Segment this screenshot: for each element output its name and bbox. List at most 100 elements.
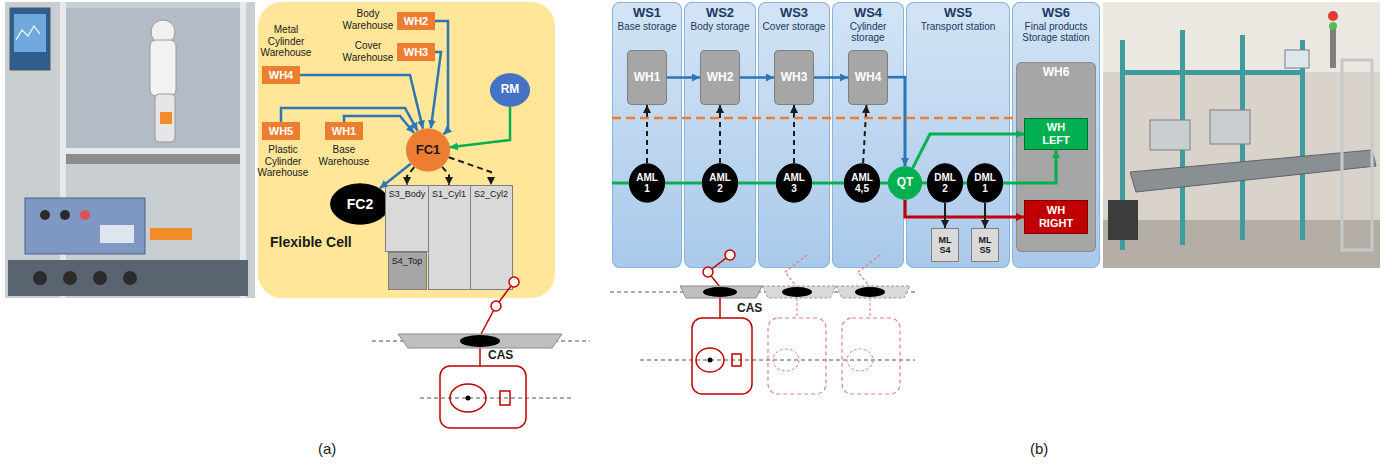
warehouse-label: Base Warehouse <box>317 144 371 167</box>
photo-conveyor <box>150 228 192 240</box>
robot-link <box>719 298 721 318</box>
robot-link-ghost <box>870 298 871 318</box>
flow-connector <box>944 203 946 228</box>
node-label: FC1 <box>416 143 441 158</box>
flow-connector <box>442 167 449 185</box>
node-label: S1_Cyl1 <box>432 189 466 199</box>
orange-dashed-line <box>612 117 1016 120</box>
flow-connector <box>812 182 844 185</box>
robot-label: CAS <box>488 349 513 363</box>
storage-box: WH1 <box>627 50 667 105</box>
node-label: AML 4,5 <box>848 172 876 195</box>
node-label: WH2 <box>404 15 428 28</box>
robot-arm <box>480 282 514 336</box>
photo-module <box>1150 120 1190 150</box>
flow-connector <box>880 182 888 185</box>
aml-circle: AML 3 <box>776 163 812 203</box>
robot-axis <box>466 396 471 401</box>
flow-connector <box>667 76 700 79</box>
station-title: WS2 <box>706 6 734 21</box>
node-label: DML 2 <box>931 172 959 195</box>
flow-connector <box>814 76 848 79</box>
robot-platform-ghost <box>836 286 910 298</box>
panel-caption: (a) <box>318 440 336 457</box>
node-label: ML S5 <box>975 235 995 256</box>
photo-conveyor <box>1130 150 1376 192</box>
storage-box: WH3 <box>774 50 814 105</box>
flexible-cell-circle: FC2 <box>330 183 390 225</box>
station-title: WS4 <box>854 6 882 21</box>
station-title: WS3 <box>780 6 808 21</box>
aml-circle: AML 4,5 <box>844 163 880 203</box>
track-line <box>420 398 572 399</box>
node-label: AML 1 <box>633 172 661 195</box>
warehouse-box: Cover WarehouseWH3 <box>397 43 435 61</box>
flow-connector <box>407 167 414 185</box>
station-subtitle: Transport station <box>909 21 1007 33</box>
flow-connector <box>450 107 510 147</box>
station-subtitle: Cylinder storage <box>835 21 901 44</box>
flow-connector <box>863 105 866 163</box>
station-title: WS5 <box>944 6 972 21</box>
warehouse-label: Plastic Cylinder Warehouse <box>256 144 310 179</box>
cas-robot-a <box>372 277 590 428</box>
flow-connector <box>431 52 441 128</box>
node-label: AML 2 <box>706 172 734 195</box>
flow-connector <box>646 105 648 163</box>
flow-connector <box>963 182 967 185</box>
photo-switch <box>60 210 70 220</box>
photo-module <box>1210 110 1250 144</box>
robot-wheel-ghost <box>847 349 873 371</box>
ellipse-shape <box>490 74 529 107</box>
node-label: WH LEFT <box>1034 121 1078 146</box>
aml-circle: AML 2 <box>702 163 738 203</box>
robot-platform <box>398 334 562 348</box>
node-label: WH3 <box>404 46 428 59</box>
node-label: WH1 <box>332 125 356 138</box>
flow-connector <box>905 200 1024 217</box>
aml-circle: AML 1 <box>629 163 665 203</box>
robot-platform <box>680 286 762 298</box>
node-label: ML S4 <box>935 235 955 256</box>
photo-table <box>66 154 240 164</box>
robot-joint <box>703 267 713 277</box>
robot-wheel-ghost <box>773 349 799 371</box>
flow-connector <box>281 108 417 131</box>
photo-hole <box>63 271 77 285</box>
node-label: AML 3 <box>780 172 808 195</box>
node-label: S3_Body <box>389 189 426 199</box>
node-label: WH RIGHT <box>1034 204 1078 229</box>
storage-bar: S1_Cyl1 <box>428 185 471 290</box>
output-box: WH LEFT <box>1024 118 1088 150</box>
node-label: WH6 <box>1043 66 1070 80</box>
node-label: WH4 <box>855 71 882 85</box>
station-subtitle: Final products Storage station <box>1015 21 1097 44</box>
photo-switch <box>40 210 50 220</box>
flow-connector <box>984 203 986 228</box>
flow-connector <box>793 105 795 163</box>
flow-connector <box>913 134 1024 168</box>
photo-tower-pole <box>1330 28 1336 68</box>
robot-mount <box>703 287 737 297</box>
node-label: WH5 <box>269 125 293 138</box>
panel-title: Flexible Cell <box>270 234 390 250</box>
node-label: RM <box>501 83 520 97</box>
ml-box: ML S5 <box>971 228 999 262</box>
robot-link-ghost <box>797 298 798 318</box>
line-photo <box>1103 2 1380 268</box>
photo-control-panel <box>25 198 145 254</box>
robot-manipulator-circle: RM <box>490 73 530 107</box>
robot-arm-ghost <box>785 255 807 287</box>
robot-mount <box>782 287 812 297</box>
cell-photo <box>5 2 255 298</box>
robot-link <box>479 348 481 366</box>
photo-ground <box>1103 2 1380 268</box>
photo-back-wall <box>66 8 240 150</box>
flow-connector <box>922 182 927 185</box>
photo-frame-bar <box>60 148 246 154</box>
storage-bar: S4_Top <box>388 252 427 290</box>
robot-mount <box>855 287 885 297</box>
robot-wheel <box>696 348 724 372</box>
node-label: FC2 <box>347 196 373 212</box>
